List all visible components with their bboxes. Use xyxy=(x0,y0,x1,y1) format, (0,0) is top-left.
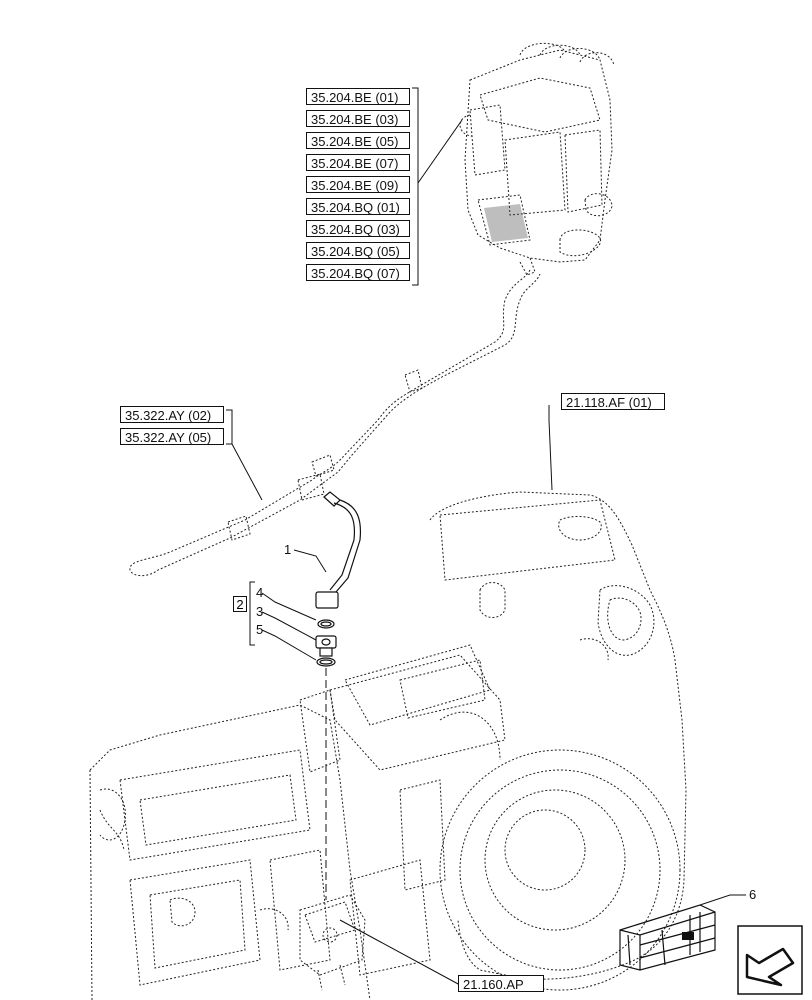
valve-ref-link[interactable]: 35.204.BQ (07) xyxy=(306,264,410,281)
housing-ref-link[interactable]: 21.118.AF (01) xyxy=(561,393,665,410)
valve-ref-link[interactable]: 35.204.BE (09) xyxy=(306,176,410,193)
fitting-parts xyxy=(315,619,337,667)
callout-3[interactable]: 3 xyxy=(256,604,264,619)
previous-page-arrow-icon[interactable] xyxy=(737,925,803,995)
valve-ref-link[interactable]: 35.204.BQ (03) xyxy=(306,220,410,237)
valve-ref-link[interactable]: 35.204.BQ (01) xyxy=(306,198,410,215)
valve-ref-link[interactable]: 35.204.BE (07) xyxy=(306,154,410,171)
callout-leaders-3-4-5 xyxy=(261,592,317,661)
valve-ref-link[interactable]: 35.204.BQ (05) xyxy=(306,242,410,259)
valve-ref-bracket xyxy=(412,87,463,286)
callout-leader-1 xyxy=(293,549,327,573)
valve-ref-link[interactable]: 35.204.BE (03) xyxy=(306,110,410,127)
pipe-item-1 xyxy=(315,491,362,609)
callout-1[interactable]: 1 xyxy=(284,542,292,557)
callout-6[interactable]: 6 xyxy=(749,887,757,902)
valve-ref-link[interactable]: 35.204.BE (01) xyxy=(306,88,410,105)
callout-leader-6 xyxy=(699,894,746,906)
valve-ref-link[interactable]: 35.204.BE (05) xyxy=(306,132,410,149)
valve-textured-panel xyxy=(484,204,528,242)
pipe-ref-link[interactable]: 35.322.AY (02) xyxy=(120,406,224,423)
pipe-ref-link[interactable]: 35.322.AY (05) xyxy=(120,428,224,445)
hydraulic-pipe-illustration xyxy=(129,269,541,577)
transmission-housing-illustration xyxy=(299,491,687,991)
control-valve-illustration xyxy=(459,42,615,276)
pipe-ref-leader xyxy=(226,409,263,501)
callout-kit-2[interactable]: 2 xyxy=(233,596,247,612)
kit-bracket xyxy=(249,581,255,646)
bottom-ref-link[interactable]: 21.160.AP xyxy=(458,975,544,992)
lower-valve-illustration xyxy=(299,894,366,991)
callout-4[interactable]: 4 xyxy=(256,585,264,600)
callout-5[interactable]: 5 xyxy=(256,622,264,637)
crate-icon xyxy=(619,904,716,971)
rear-casing-illustration xyxy=(89,704,446,1000)
bottom-ref-leader xyxy=(339,919,461,986)
housing-ref-leader xyxy=(548,405,553,491)
